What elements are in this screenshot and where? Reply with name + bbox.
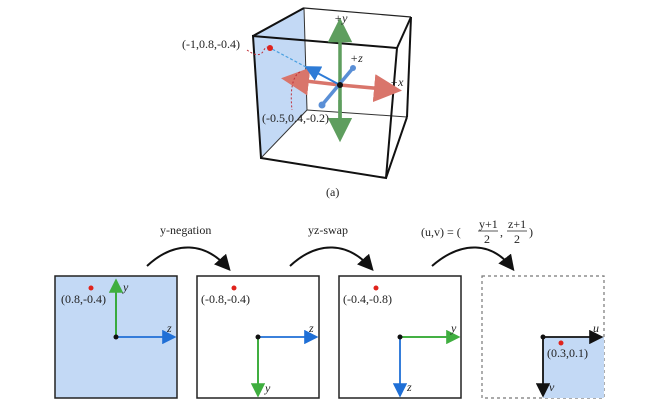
- x-axis-arrow-pos: [339, 74, 402, 103]
- formula-lhs: (u,v) = (: [421, 225, 461, 239]
- step-arrow-3: [431, 246, 515, 272]
- formula-rhs: ): [529, 225, 533, 239]
- formula-sep: ,: [500, 225, 503, 239]
- cube-back-edge-diag: [260, 109, 308, 159]
- panel-4-vertical-label: v: [549, 380, 555, 394]
- step-arrow-1: [146, 246, 231, 271]
- panel-3-vertical-label: z: [406, 380, 412, 394]
- cube-right-edge: [406, 16, 412, 118]
- cube-bottom-right-edge: [385, 116, 408, 179]
- step-label-uv-formula: (u,v) = ( y+1 2 , z+1 2 ): [421, 217, 533, 246]
- panel-4-uv-face: [543, 337, 604, 398]
- z-axis-end-back: [350, 65, 356, 71]
- panel-3: (-0.4,-0.8) y z: [338, 275, 462, 399]
- panel-4-point-label: (0.3,0.1): [547, 346, 588, 360]
- panel-1-vertical-label: y: [122, 280, 129, 294]
- panel-1-point: [88, 285, 94, 291]
- panel-4-horizontal-label: u: [593, 321, 599, 335]
- panel-1-horizontal-label: z: [166, 321, 172, 335]
- projection-dashed-line: [271, 48, 307, 68]
- formula-frac1-den: 2: [484, 232, 490, 246]
- formula-frac2-den: 2: [514, 232, 520, 246]
- z-axis-end-front: [318, 101, 326, 109]
- direction-vector: [304, 66, 341, 86]
- cube-point-label: (-1,0.8,-0.4): [182, 37, 240, 51]
- panel-2-vertical-label: y: [264, 381, 271, 395]
- cube-y-label: +y: [334, 11, 348, 25]
- cube-x-label: +x: [390, 75, 404, 89]
- point-leader-line: [246, 46, 271, 56]
- panel-2: (-0.8,-0.4) z y: [196, 275, 320, 399]
- formula-frac2-num: z+1: [508, 217, 526, 231]
- panel-4: (0.3,0.1) u v: [481, 275, 605, 399]
- step-arrow-2: [289, 246, 374, 271]
- panel-1-origin: [113, 334, 119, 340]
- panel-3-point-label: (-0.4,-0.8): [343, 292, 392, 306]
- cube-caption: (a): [326, 185, 339, 199]
- direction-leader-line: [290, 71, 301, 111]
- cube-hit-point: [267, 45, 273, 51]
- panel-2-point: [231, 285, 237, 291]
- step-label-yz-swap: yz-swap: [308, 223, 348, 237]
- origin-point: [337, 82, 343, 88]
- panel-4-origin: [540, 334, 546, 340]
- panel-3-origin: [397, 334, 403, 340]
- panel-3-point: [373, 285, 379, 291]
- panel-4-point: [558, 340, 564, 346]
- panel-2-point-label: (-0.8,-0.4): [201, 292, 250, 306]
- panel-2-origin: [255, 334, 261, 340]
- cube-top-edge-left: [252, 7, 305, 37]
- step-label-y-negation: y-negation: [160, 223, 211, 237]
- cube-back-edges: [303, 7, 412, 18]
- cube-top-edge-right: [396, 16, 412, 49]
- formula-frac1-num: y+1: [479, 217, 498, 231]
- panel-3-horizontal-label: y: [450, 321, 457, 335]
- panel-2-horizontal-label: z: [308, 321, 314, 335]
- cube-z-label: +z: [350, 51, 363, 65]
- cube-figure: +y +z +x (-1,0.8,-0.4) (-0.5,0.4,-0.2) (…: [182, 7, 412, 199]
- panel-1-point-label: (0.8,-0.4): [61, 292, 106, 306]
- cube-direction-label: (-0.5,0.4,-0.2): [262, 111, 329, 125]
- step-arrows: y-negation yz-swap (u,v) = ( y+1 2 , z+1…: [146, 217, 533, 272]
- cube-negative-x-face: [253, 8, 307, 158]
- panel-1: (0.8,-0.4) y z: [54, 275, 178, 399]
- x-axis-arrow-neg: [281, 67, 341, 96]
